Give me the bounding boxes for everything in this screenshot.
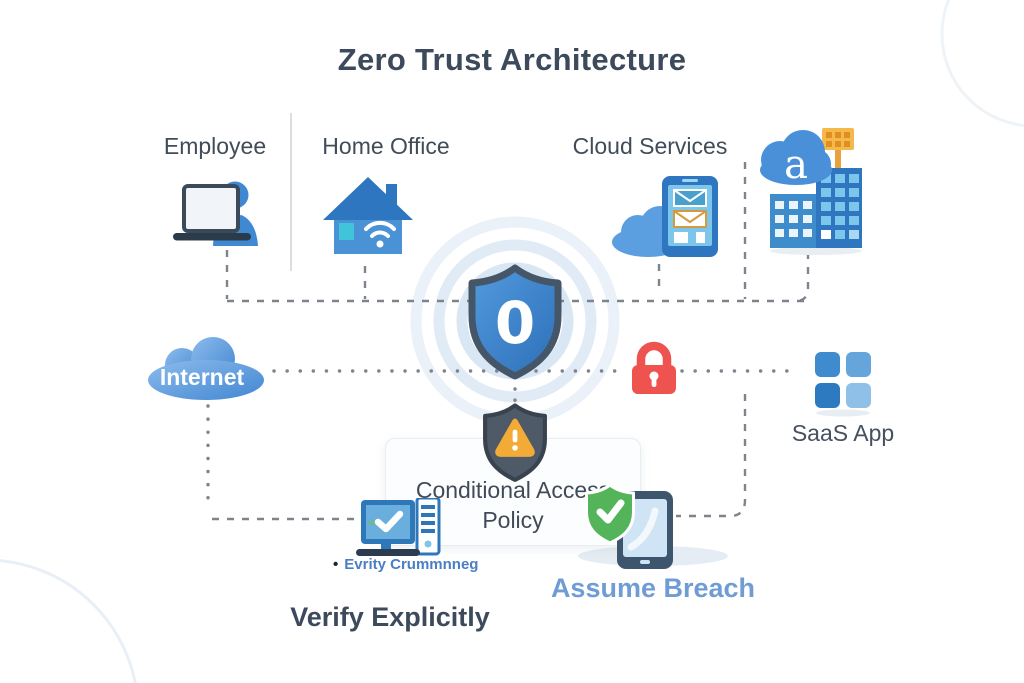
house-wifi-icon [323, 177, 413, 254]
app-grid-icon [815, 352, 871, 417]
laptop-person-icon [173, 181, 258, 246]
connector-lock-to-phone [676, 394, 747, 518]
decorative-arc [940, 0, 1024, 127]
verify-explicitly-label: Verify Explicitly [290, 602, 490, 632]
employee-label: Employee [163, 133, 267, 159]
policy-line-1: Conditional Access [415, 477, 611, 503]
saas-app-label: SaaS App [791, 420, 895, 446]
shield-warning-icon [483, 403, 547, 482]
desktop-check-icon [356, 498, 441, 556]
verify-bullet-item: • Evrity Crummnneg [333, 556, 478, 573]
red-padlock-icon [632, 341, 676, 394]
shield-zero-digit: 0 [495, 289, 535, 357]
policy-line-2: Policy [482, 507, 544, 533]
connector-buildings-down [796, 252, 810, 303]
azure-cloud-icon: a [760, 130, 832, 188]
page-title: Zero Trust Architecture [337, 42, 687, 77]
shield-zero-icon: 0 [468, 264, 562, 380]
cloud-tablet-mail-icon [612, 176, 718, 257]
home-office-label: Home Office [322, 133, 450, 159]
cloud-services-label: Cloud Services [572, 133, 728, 159]
green-shield-check-icon [585, 483, 635, 545]
azure-letter: a [784, 142, 808, 188]
decorative-arc [0, 559, 137, 683]
assume-breach-label: Assume Breach [550, 573, 756, 603]
column-divider [290, 113, 292, 271]
internet-cloud-icon: Internet [148, 337, 264, 400]
cloud-buildings-icon: a [760, 128, 862, 255]
bullet-dot: • [333, 556, 339, 573]
internet-label: Internet [160, 364, 245, 390]
verify-bullet-text: Evrity Crummnneg [344, 556, 479, 573]
